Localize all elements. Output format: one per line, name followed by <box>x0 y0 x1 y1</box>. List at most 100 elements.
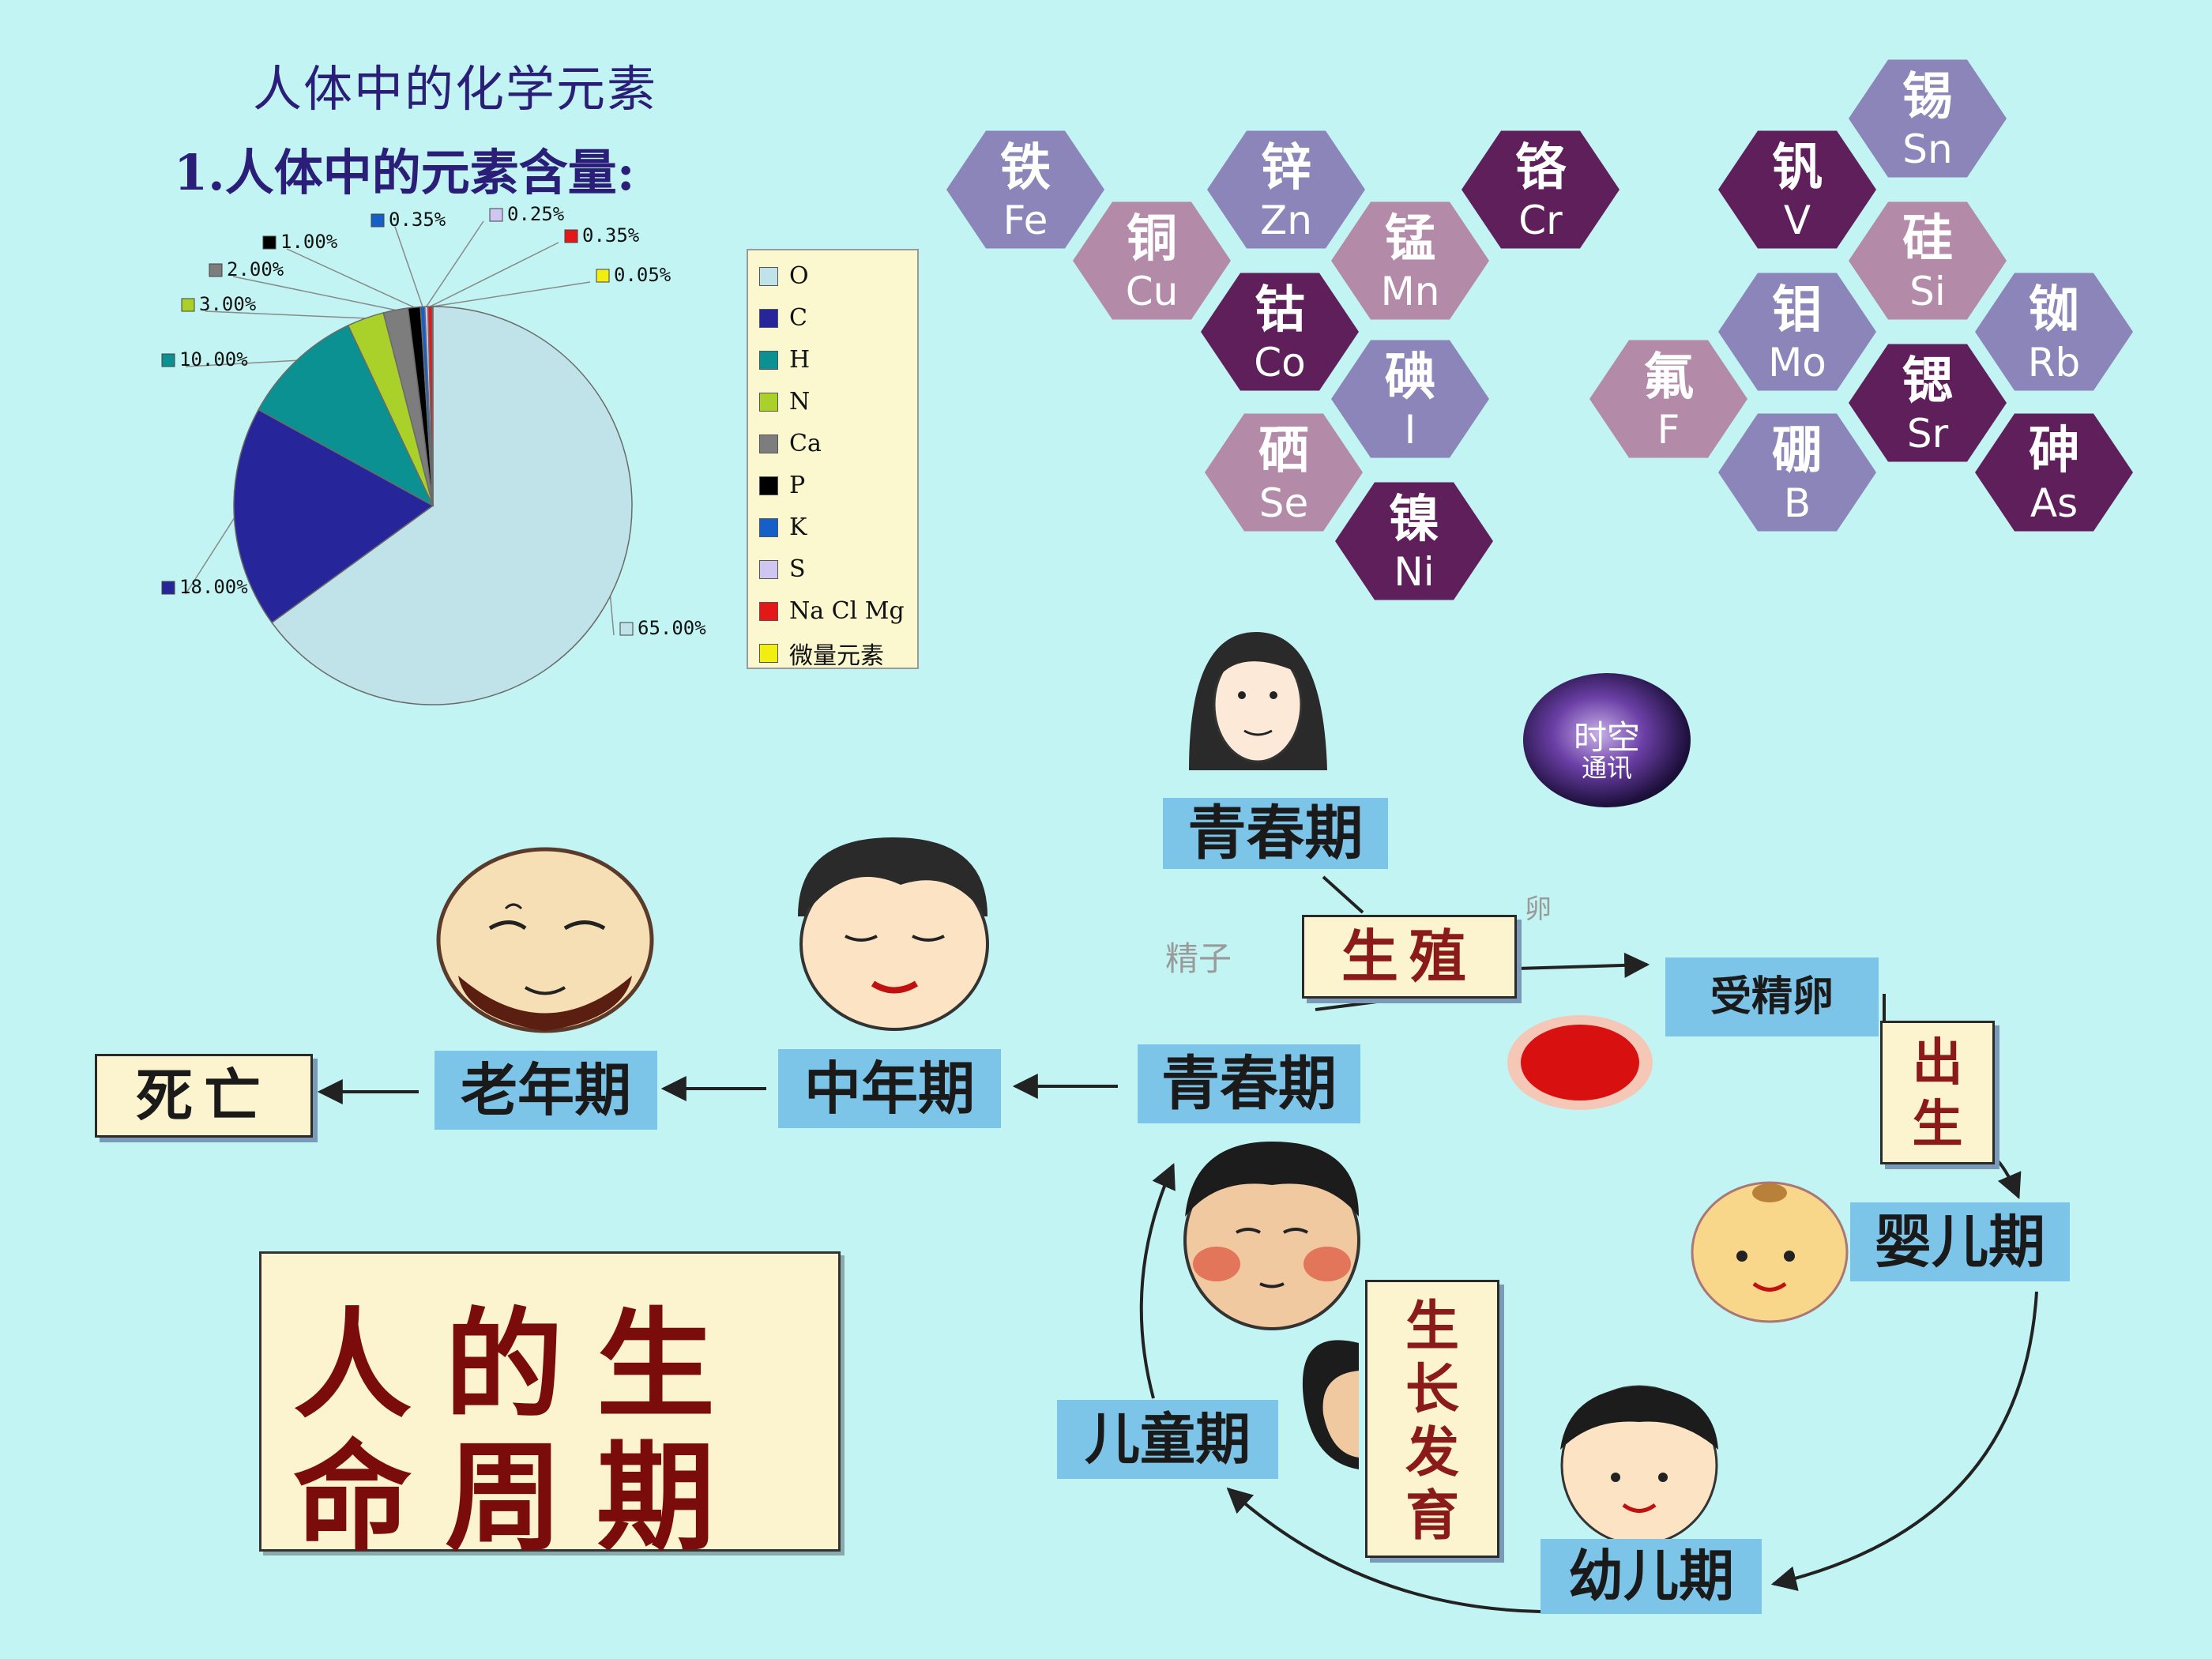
element-latin: Ni <box>1394 549 1434 595</box>
pie-leader-8 <box>430 242 559 307</box>
stage-youth-top: 青春期 <box>1163 798 1388 869</box>
legend-label: K <box>789 514 807 541</box>
legend-item-6: K <box>759 506 917 548</box>
legend-swatch <box>759 308 778 328</box>
element-hex-i: 碘I <box>1331 340 1489 458</box>
legend-label: P <box>789 472 806 499</box>
element-hex-se: 硒Se <box>1205 413 1363 532</box>
element-symbol: 钒 <box>1772 139 1823 198</box>
pie-leader-2 <box>185 359 297 367</box>
element-hex-b: 硼B <box>1718 413 1876 532</box>
legend-item-5: P <box>759 465 917 506</box>
middle-aged-man-face-illustration <box>798 837 989 1031</box>
stage-reproduction: 生殖 <box>1302 915 1517 999</box>
element-latin: Mo <box>1768 340 1826 386</box>
pie-value-label-8: 0.35% <box>582 224 640 246</box>
arrow-reproduction-to-egg <box>1516 952 1650 978</box>
element-latin: As <box>2030 480 2078 526</box>
logo-badge: 时空 通讯 <box>1523 673 1691 807</box>
stage-fertilized-egg: 受精卵 <box>1665 957 1879 1036</box>
sperm-label: 精子 <box>1165 939 1232 978</box>
element-hex-sn: 锡Sn <box>1849 59 2007 178</box>
pie-chart: 65.00%18.00%10.00%3.00%2.00%1.00%0.35%0.… <box>161 203 706 705</box>
legend-label: S <box>789 555 806 583</box>
element-latin: B <box>1784 480 1811 526</box>
child-face-illustration <box>1302 1340 1359 1469</box>
arrow-childhood-to-youth <box>1139 1163 1176 1399</box>
element-symbol: 铷 <box>2029 281 2079 340</box>
legend-label: C <box>789 304 807 332</box>
pie-slice-9 <box>431 306 434 506</box>
element-latin: Mn <box>1381 269 1440 314</box>
element-symbol: 锡 <box>1902 68 1953 126</box>
element-hex-mn: 锰Mn <box>1331 201 1489 320</box>
element-latin: Se <box>1259 480 1309 526</box>
pie-value-label-4: 2.00% <box>227 258 284 280</box>
title-line-1: 人的生 <box>293 1296 749 1435</box>
element-hex-fe: 铁Fe <box>946 130 1104 249</box>
element-hex-rb: 铷Rb <box>1975 273 2133 391</box>
element-symbol: 镍 <box>1389 491 1439 549</box>
element-symbol: 钼 <box>1772 281 1823 340</box>
legend-swatch <box>759 266 778 286</box>
pie-value-label-1: 18.00% <box>179 576 248 598</box>
legend-label: Na Cl Mg <box>789 597 905 625</box>
legend-swatch <box>759 434 778 453</box>
element-latin: F <box>1657 407 1680 453</box>
legend-item-8: Na Cl Mg <box>759 590 917 632</box>
pie-label-5: 1.00% <box>262 231 338 253</box>
arrow-birth-to-infancy <box>1993 1156 2022 1199</box>
pie-label-9: 0.05% <box>596 264 672 286</box>
pie-label-2: 10.00% <box>161 348 248 371</box>
element-latin: Cr <box>1518 198 1563 243</box>
section-subtitle: 1.人体中的元素含量: <box>174 144 635 201</box>
legend-swatch <box>759 476 778 495</box>
pie-slices <box>233 306 633 705</box>
legend-swatch <box>759 517 778 537</box>
life-cycle-title-box: 人的生 命周期 <box>259 1251 841 1567</box>
egg-label: 卵 <box>1525 893 1552 925</box>
legend-label: N <box>789 388 811 416</box>
element-latin: Sn <box>1902 126 1952 172</box>
title-line-2: 命周期 <box>293 1428 749 1567</box>
pie-leader-3 <box>205 310 366 319</box>
legend-item-0: O <box>759 255 917 297</box>
pie-label-8: 0.35% <box>564 224 640 246</box>
stage-toddler: 幼儿期 <box>1540 1539 1762 1614</box>
element-symbol: 硅 <box>1902 210 1953 269</box>
legend-item-3: N <box>759 381 917 423</box>
element-hex-ni: 镍Ni <box>1335 482 1493 600</box>
element-hex-f: 氟F <box>1589 340 1747 458</box>
pie-value-label-9: 0.05% <box>614 264 672 286</box>
line-reproduction-to-youth <box>1315 995 1415 1011</box>
element-symbol: 锌 <box>1261 139 1311 198</box>
element-symbol: 铁 <box>1000 139 1051 198</box>
pie-value-label-2: 10.00% <box>179 348 248 371</box>
teen-boy-face-illustration <box>1183 1142 1360 1330</box>
stage-birth-label: 出生 <box>1912 1033 1963 1154</box>
element-latin: I <box>1405 407 1416 453</box>
element-latin: Zn <box>1260 198 1312 243</box>
element-symbol: 砷 <box>2029 422 2079 480</box>
badge-line-1: 时空 <box>1573 718 1640 757</box>
legend-swatch <box>759 559 778 579</box>
fertilized-egg-illustration <box>1507 1015 1653 1110</box>
element-hex-mo: 钼Mo <box>1718 273 1876 391</box>
legend-label: Ca <box>789 430 822 457</box>
element-hex-sr: 锶Sr <box>1849 344 2007 462</box>
pie-value-label-7: 0.25% <box>507 203 565 225</box>
element-symbol: 钴 <box>1255 281 1305 340</box>
element-hex-cr: 铬Cr <box>1462 130 1620 249</box>
pie-label-4: 2.00% <box>209 258 284 280</box>
pie-label-1: 18.00% <box>161 576 248 598</box>
pie-value-label-5: 1.00% <box>280 231 338 253</box>
stage-old-age: 老年期 <box>434 1051 657 1130</box>
stage-growth-label: 生长发育 <box>1405 1295 1459 1548</box>
stage-birth: 出生 <box>1880 1021 1995 1164</box>
badge-line-2: 通讯 <box>1581 753 1632 783</box>
legend-item-9: 微量元素 <box>759 632 917 674</box>
stage-middle-age: 中年期 <box>778 1049 1001 1128</box>
pie-label-7: 0.25% <box>489 203 565 225</box>
